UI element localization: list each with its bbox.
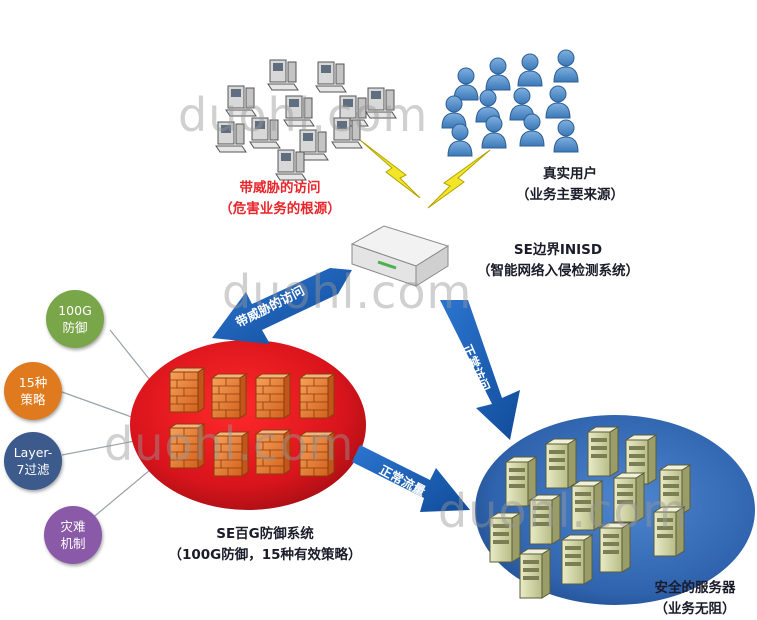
computer-icon xyxy=(249,117,281,149)
firewall-icon xyxy=(298,431,336,477)
feature-line: 7过滤 xyxy=(16,462,50,477)
normal-access-arrow xyxy=(440,300,520,440)
user-icon xyxy=(553,119,579,153)
watermark: duohl.com xyxy=(104,417,355,471)
user-icon xyxy=(485,57,511,91)
server-icon xyxy=(528,494,562,545)
user-icon xyxy=(447,123,473,157)
feature-line: 100G xyxy=(58,303,92,318)
server-icon xyxy=(658,464,692,515)
defense-label: SE百G防御系统 （100G防御，15种有效策略） xyxy=(155,524,375,566)
real-users-title: 真实用户 xyxy=(543,166,597,182)
server-stack xyxy=(488,426,692,599)
feature-line: 防御 xyxy=(62,320,88,335)
servers-label: 安全的服务器 （业务无阻） xyxy=(640,578,750,620)
real-users-subtitle: （业务主要来源） xyxy=(516,187,624,203)
firewall-icon xyxy=(212,431,250,477)
user-icon xyxy=(545,85,571,119)
firewall-icon xyxy=(254,429,292,475)
feature-100g-defense: 100G 防御 xyxy=(46,290,104,348)
server-icon xyxy=(544,438,578,489)
lightning-bolt-right xyxy=(427,149,491,209)
inisd-title: SE边界INISD xyxy=(513,242,603,258)
firewall-bricks xyxy=(168,367,336,477)
real-users-group xyxy=(441,49,579,157)
computer-icon xyxy=(315,61,347,93)
feature-line: 机制 xyxy=(60,536,86,551)
lightning-bolt-left xyxy=(359,139,421,199)
threat-source-title: 带威胁的访问 xyxy=(239,180,321,196)
user-icon xyxy=(481,115,507,149)
server-icon xyxy=(652,506,686,557)
computer-icon xyxy=(225,85,257,117)
feature-connector-lines xyxy=(61,329,151,521)
servers-subtitle: （业务无阻） xyxy=(654,601,736,617)
watermark: duohl.com xyxy=(438,484,689,538)
server-icon xyxy=(598,522,632,573)
normal-flow-arrow xyxy=(352,445,470,512)
servers-title: 安全的服务器 xyxy=(654,580,736,596)
defense-title: SE百G防御系统 xyxy=(216,526,314,542)
firewall-icon xyxy=(254,373,292,419)
real-users-label: 真实用户 （业务主要来源） xyxy=(500,164,640,206)
feature-line: 灾难 xyxy=(60,519,86,534)
server-icon xyxy=(570,480,604,531)
watermark: duohl.com xyxy=(222,265,473,319)
firewall-icon xyxy=(168,367,206,413)
user-icon xyxy=(519,113,545,147)
watermark: duohl.com xyxy=(178,88,429,142)
computer-icon xyxy=(215,121,247,153)
server-icon xyxy=(488,512,522,563)
feature-line: 策略 xyxy=(20,392,46,407)
computer-icon xyxy=(331,117,363,149)
user-icon xyxy=(517,53,543,87)
inisd-router xyxy=(350,225,450,287)
computer-icon xyxy=(275,149,307,181)
server-icon xyxy=(586,426,620,477)
defense-subtitle: （100G防御，15种有效策略） xyxy=(168,547,362,563)
inisd-subtitle: （智能网络入侵检测系统） xyxy=(477,263,639,279)
feature-line: 15种 xyxy=(18,375,48,390)
threat-computers xyxy=(215,59,397,181)
computer-icon xyxy=(283,95,315,127)
feature-line: Layer- xyxy=(13,445,53,460)
firewall-icon xyxy=(298,373,336,419)
feature-15-strategies: 15种 策略 xyxy=(4,362,62,420)
threat-source-subtitle: （危害业务的根源） xyxy=(219,201,341,217)
feature-layer7-filter: Layer- 7过滤 xyxy=(4,432,62,490)
user-icon xyxy=(553,49,579,83)
threat-source-label: 带威胁的访问 （危害业务的根源） xyxy=(208,178,352,220)
user-icon xyxy=(453,67,479,101)
threat-arrow xyxy=(212,268,352,344)
computer-icon xyxy=(297,129,329,161)
computer-icon xyxy=(267,59,299,91)
firewall-icon xyxy=(210,373,248,419)
firewall-icon xyxy=(168,423,206,469)
server-icon xyxy=(560,534,594,585)
server-icon xyxy=(612,472,646,523)
server-icon xyxy=(504,456,538,507)
inisd-label: SE边界INISD （智能网络入侵检测系统） xyxy=(458,240,658,282)
user-icon xyxy=(441,95,467,129)
computer-icon xyxy=(365,87,397,119)
feature-disaster-mechanism: 灾难 机制 xyxy=(44,506,102,564)
server-icon xyxy=(518,548,552,599)
